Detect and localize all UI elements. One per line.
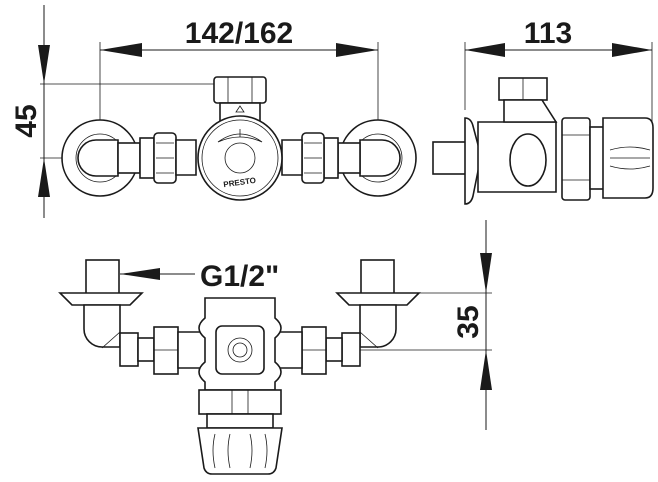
front-view: 142/162 45 [10,5,417,218]
side-view: 113 [432,17,654,205]
width-dimension: 142/162 [99,17,379,165]
thread-label: G1/2" [200,260,279,293]
height-dimension-label: 45 [10,104,43,137]
thread-callout: G1/2" [120,260,279,293]
offset-dimension-label: 35 [452,305,485,338]
top-view: 35 G1/2" [58,220,492,475]
width-dimension-label: 142/162 [185,17,293,50]
depth-dimension-label: 113 [524,17,572,50]
